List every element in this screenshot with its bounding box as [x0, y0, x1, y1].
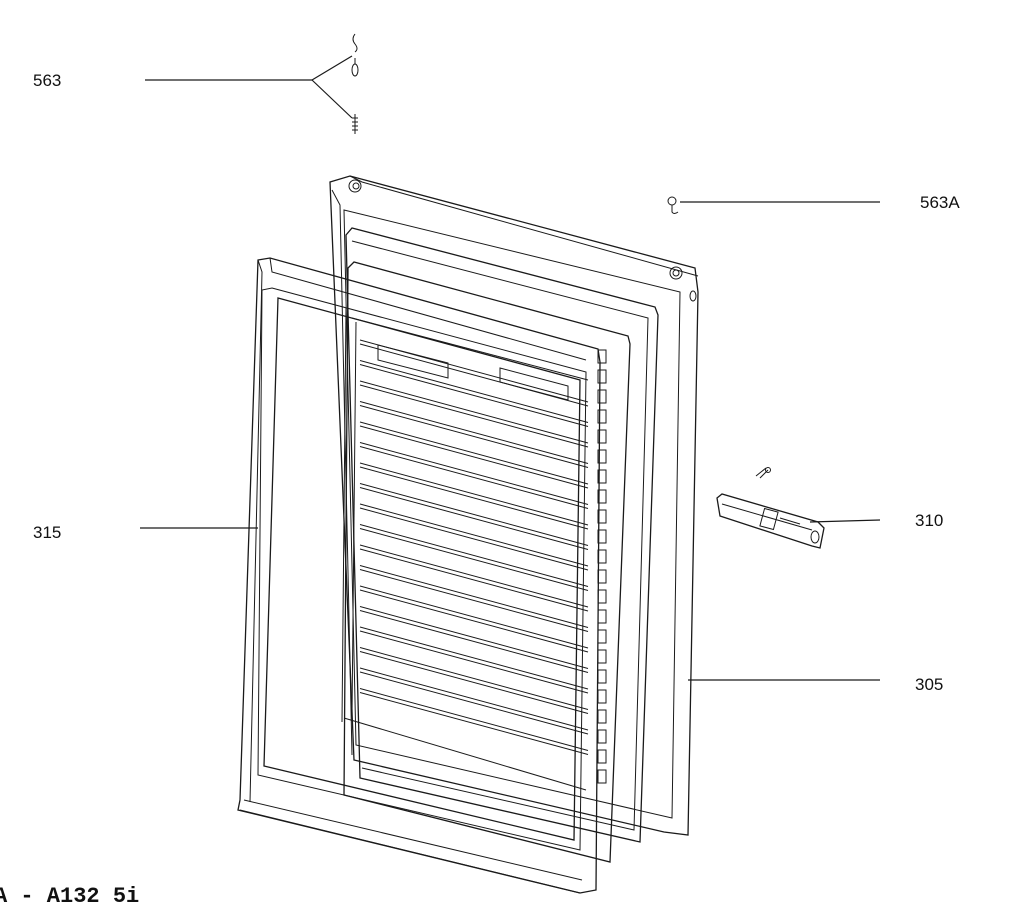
ridge-block — [597, 469, 607, 484]
callout-563: 563 — [33, 71, 62, 90]
rib-line — [359, 651, 589, 714]
rib-line — [359, 384, 589, 448]
ridge-block — [597, 549, 607, 564]
ridge-block — [597, 609, 607, 624]
ridge-block — [597, 569, 607, 584]
ridge-block — [597, 369, 607, 384]
ridge-block — [597, 669, 607, 684]
rib-line — [359, 364, 589, 427]
rib-line — [359, 630, 589, 694]
rib-line — [359, 569, 589, 632]
ridge-block — [597, 629, 607, 644]
leader-lines — [140, 55, 881, 681]
ridge-block — [597, 729, 607, 744]
callout-305: 305 — [915, 675, 944, 694]
rib-line — [359, 692, 589, 755]
rib-line — [359, 446, 589, 509]
gasket-frame — [237, 257, 601, 894]
drawing-code: A - A132 5i — [0, 884, 140, 909]
ridge-block — [597, 749, 607, 764]
ridge-block — [597, 769, 607, 784]
rib-line — [359, 524, 589, 587]
rib-line — [359, 442, 589, 505]
liner-border — [341, 307, 589, 791]
rib-line — [359, 503, 589, 567]
callout-315: 315 — [33, 523, 62, 542]
ridge-block — [597, 709, 607, 724]
rib-line — [359, 380, 589, 444]
ridge-block — [597, 409, 607, 424]
ridge-block — [597, 649, 607, 664]
rib-line — [359, 401, 589, 464]
outer-door-panel — [329, 175, 699, 836]
hinge-pin-icon — [667, 196, 679, 214]
rib-line — [359, 647, 589, 710]
rib-line — [359, 688, 589, 751]
inner-liner — [343, 227, 659, 863]
rib-line — [359, 507, 589, 571]
rib-line — [359, 483, 589, 546]
rib-line — [359, 667, 589, 731]
rib-line — [359, 360, 589, 423]
rib-line — [359, 421, 589, 485]
rib-line — [359, 487, 589, 550]
liner-shelf-ribs — [359, 339, 589, 755]
rib-line — [359, 565, 589, 628]
rib-line — [359, 462, 589, 526]
ridge-block — [597, 489, 607, 504]
ridge-block — [597, 509, 607, 524]
rib-line — [359, 528, 589, 591]
callout-563a: 563A — [920, 193, 960, 212]
ridge-block — [597, 449, 607, 464]
ridge-block — [597, 529, 607, 544]
ridge-block — [597, 429, 607, 444]
liner-side-ridges — [597, 349, 607, 784]
rib-line — [359, 548, 589, 612]
rib-line — [359, 585, 589, 649]
liner-pockets — [377, 344, 569, 401]
rib-line — [359, 544, 589, 608]
rib-line — [359, 405, 589, 468]
rib-line — [359, 425, 589, 489]
rib-line — [359, 671, 589, 735]
ridge-block — [597, 589, 607, 604]
callout-310: 310 — [915, 511, 944, 530]
hinge-bracket-icon — [716, 467, 825, 549]
ridge-block — [597, 389, 607, 404]
rib-line — [359, 606, 589, 669]
rib-line — [359, 626, 589, 690]
rib-line — [359, 610, 589, 673]
hinge-pin-set-icon — [351, 33, 359, 134]
rib-line — [359, 466, 589, 530]
rib-line — [359, 589, 589, 653]
ridge-block — [597, 349, 607, 364]
ridge-block — [597, 689, 607, 704]
